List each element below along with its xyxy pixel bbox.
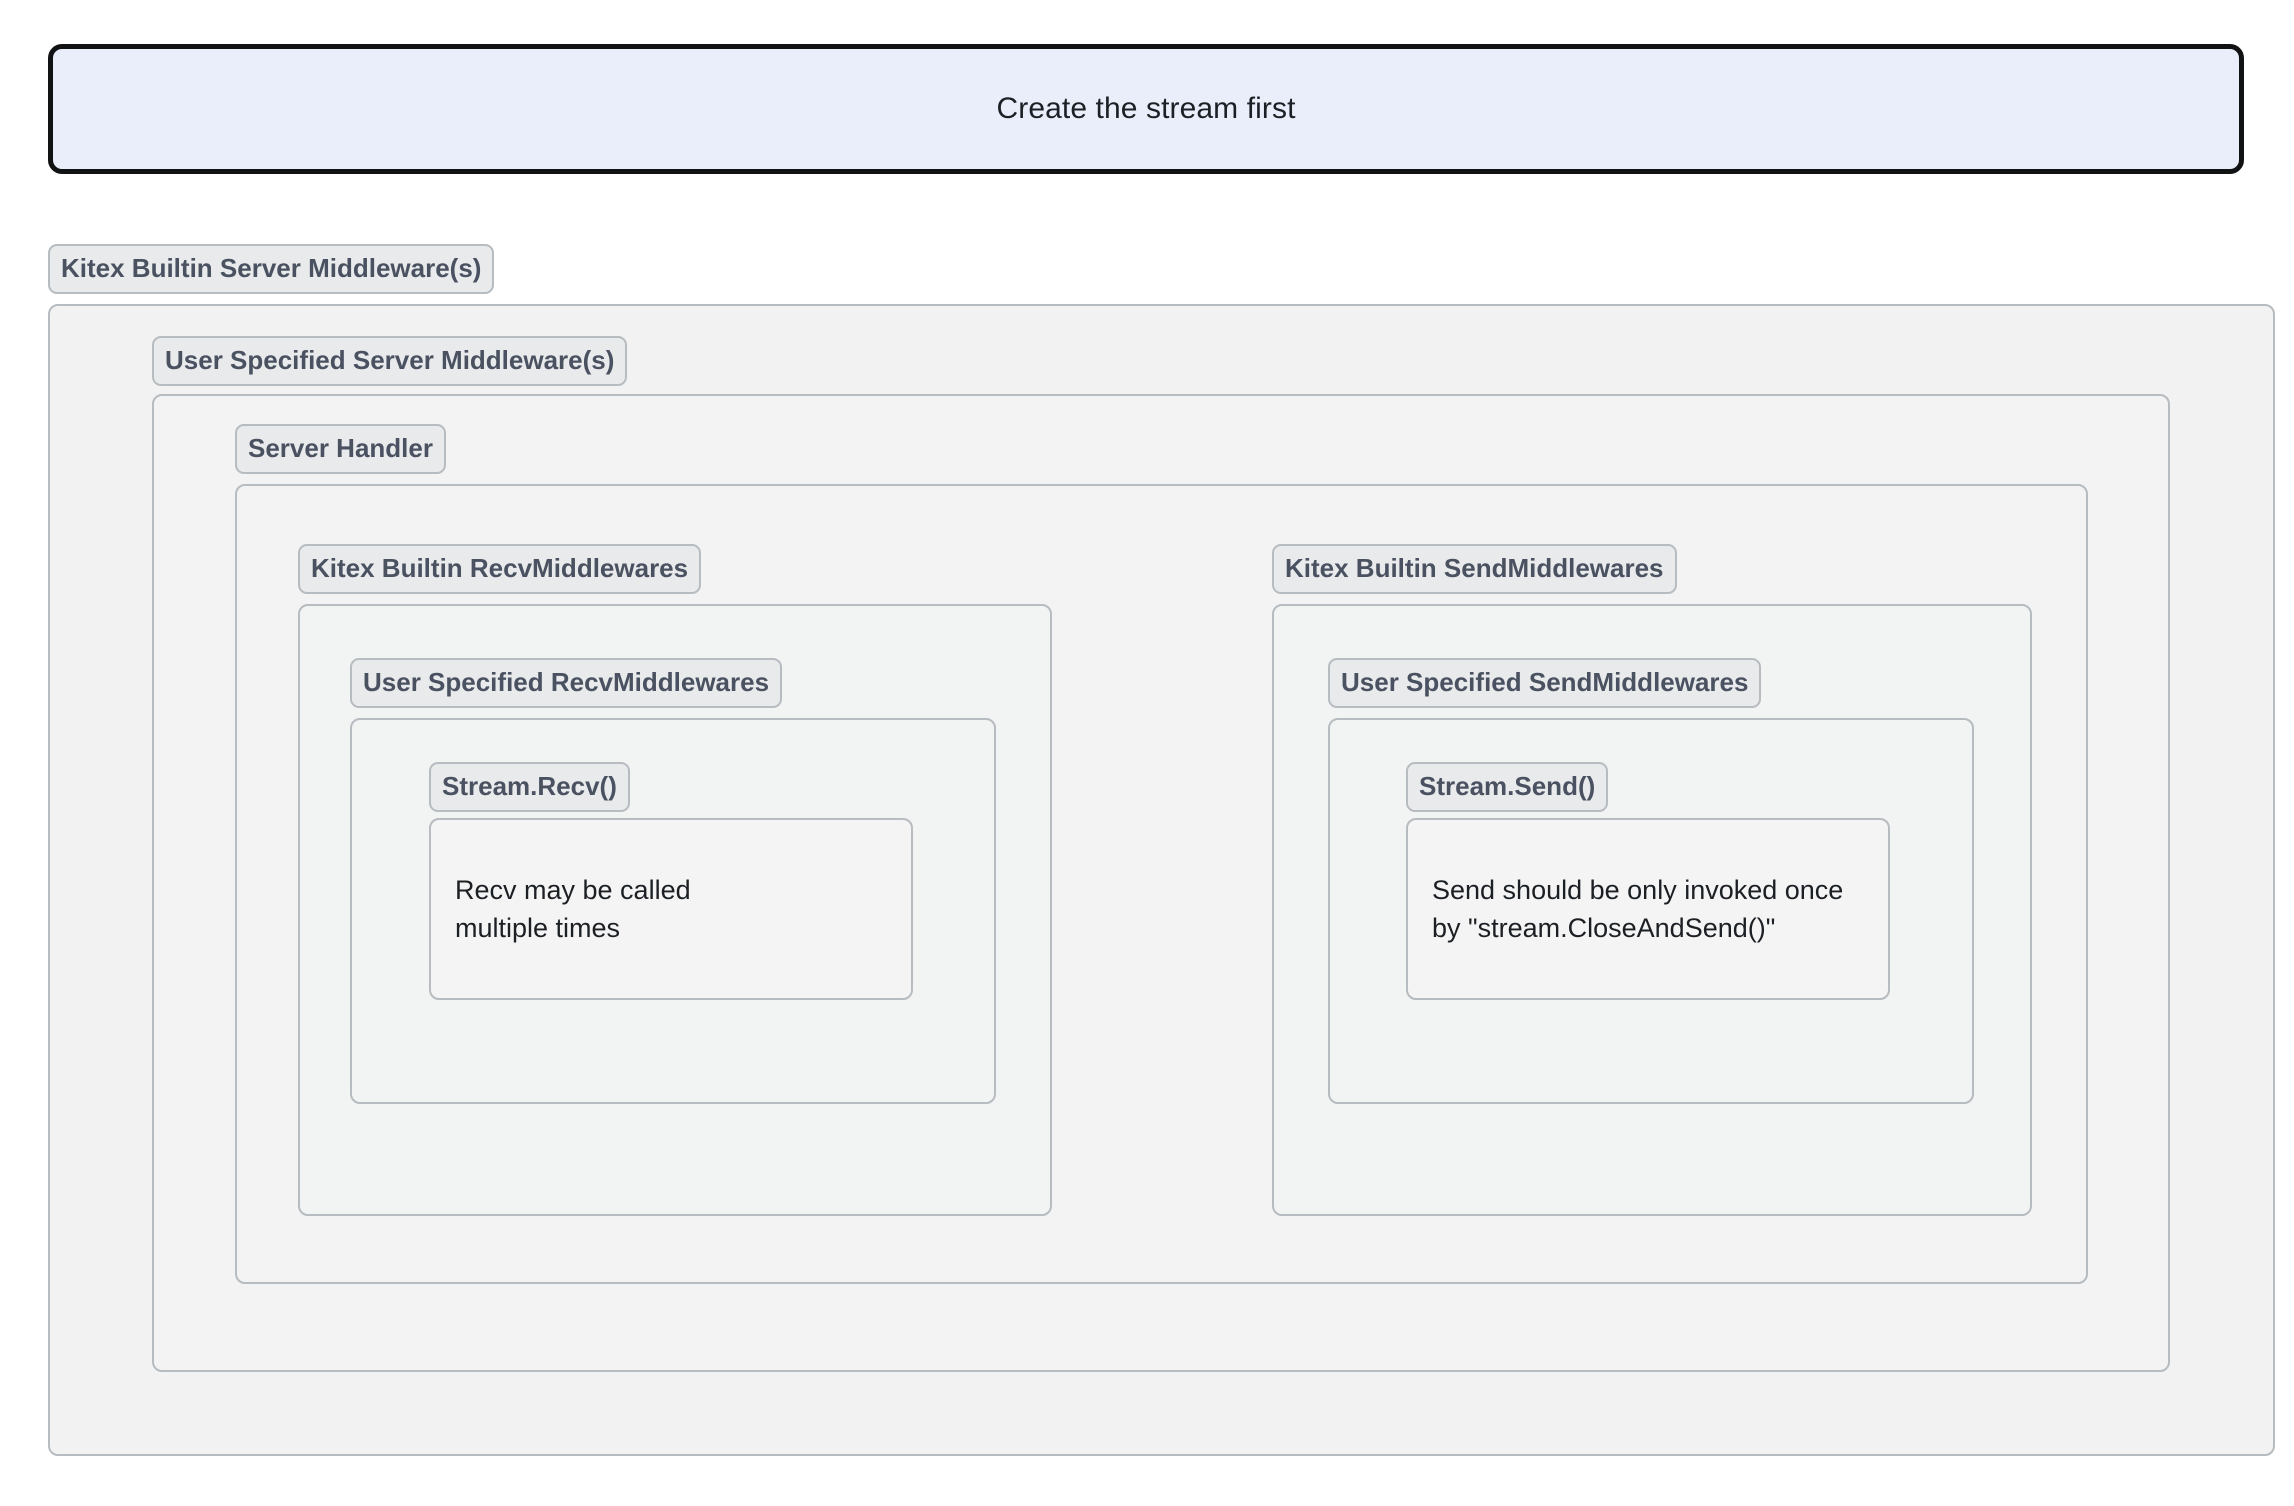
label-kitex-builtin-server-middleware: Kitex Builtin Server Middleware(s) — [48, 244, 495, 294]
create-stream-banner: Create the stream first — [48, 44, 2244, 174]
label-user-specified-recv-middlewares: User Specified RecvMiddlewares — [350, 658, 783, 708]
label-stream-recv: Stream.Recv() — [429, 762, 630, 812]
note-recv-text: Recv may be called multiple times — [455, 874, 691, 943]
note-recv-multiple-times: Recv may be called multiple times — [429, 818, 913, 1000]
banner-text: Create the stream first — [996, 92, 1296, 125]
note-send-once: Send should be only invoked once by "str… — [1406, 818, 1890, 1000]
label-stream-send: Stream.Send() — [1406, 762, 1609, 812]
label-kitex-builtin-send-middlewares: Kitex Builtin SendMiddlewares — [1272, 544, 1677, 594]
label-user-specified-send-middlewares: User Specified SendMiddlewares — [1328, 658, 1762, 708]
label-kitex-builtin-recv-middlewares: Kitex Builtin RecvMiddlewares — [298, 544, 702, 594]
label-server-handler: Server Handler — [235, 424, 446, 474]
label-user-specified-server-middleware: User Specified Server Middleware(s) — [152, 336, 628, 386]
note-send-text: Send should be only invoked once by "str… — [1432, 874, 1844, 943]
